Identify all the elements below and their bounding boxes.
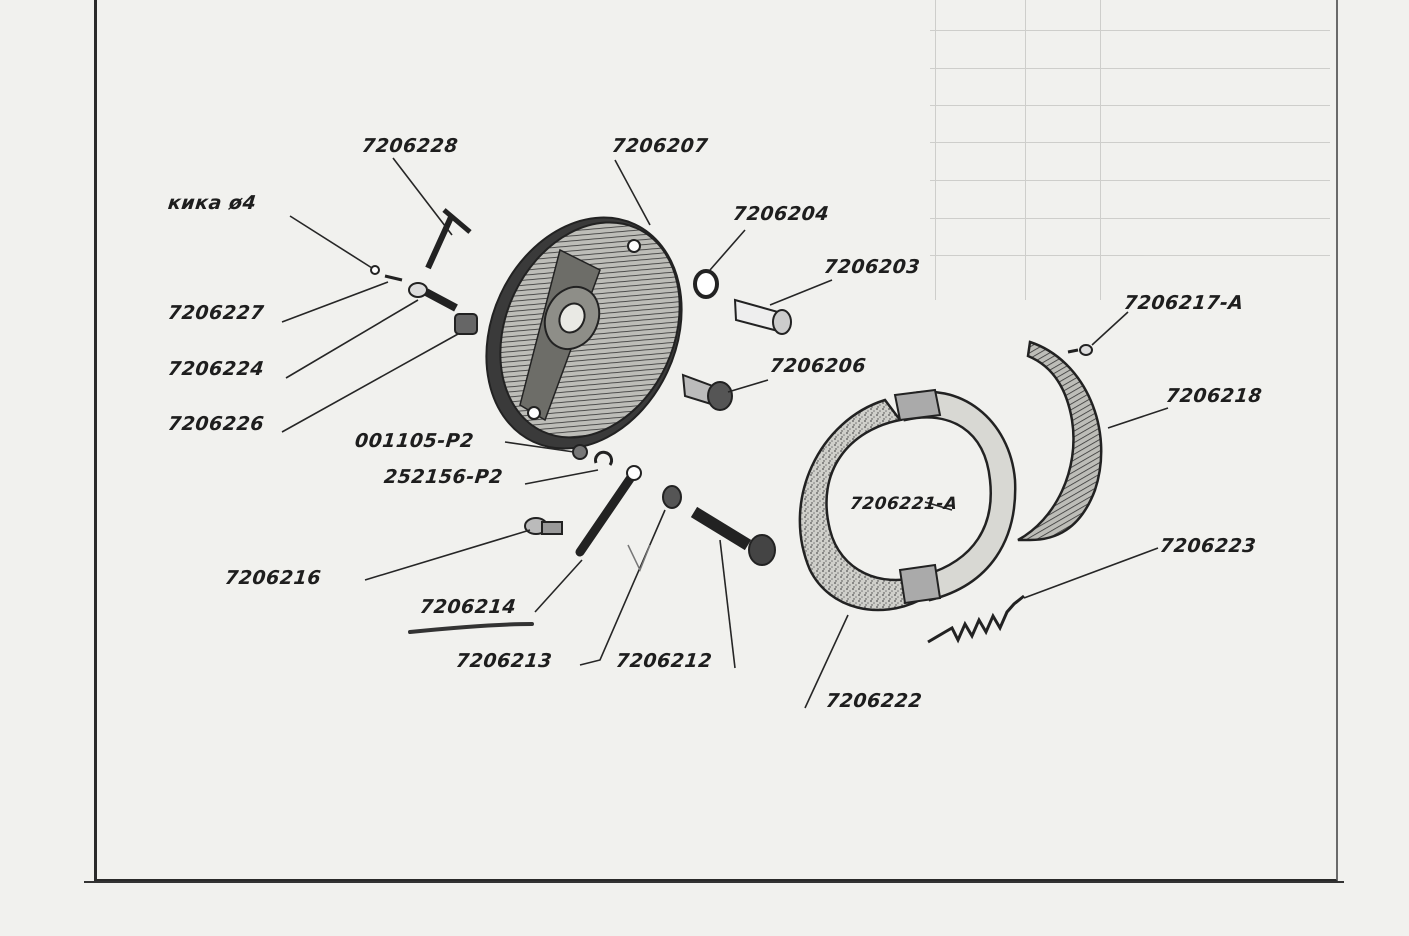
hand-underline — [408, 622, 534, 634]
label-7206213: 7206213 — [454, 650, 554, 672]
label-7206216: 7206216 — [223, 567, 323, 589]
label-kuku: кика ø4 — [166, 192, 258, 214]
faded-parts-table-background — [900, 0, 1340, 300]
bushings — [681, 269, 792, 411]
label-7206224: 7206224 — [166, 358, 266, 380]
brake-lining-part — [1017, 340, 1103, 542]
label-252156-p2: 252156-P2 — [382, 466, 505, 488]
bottom-border-line — [84, 881, 1344, 883]
label-7206217a: 7206217-A — [1122, 292, 1245, 314]
drawing-frame — [94, 0, 1338, 882]
label-7206222: 7206222 — [824, 690, 924, 712]
brake-shoe-part — [798, 388, 1017, 612]
small-parts-left — [370, 208, 776, 566]
return-spring-part — [927, 594, 1025, 644]
label-7206212: 7206212 — [614, 650, 714, 672]
label-7206203: 7206203 — [822, 256, 922, 278]
label-7206221a: 7206221-A — [848, 494, 959, 514]
label-001105-p2: 001105-P2 — [353, 430, 476, 452]
pencil-mark — [627, 544, 651, 572]
label-7206227: 7206227 — [166, 302, 266, 324]
label-7206214: 7206214 — [418, 596, 518, 618]
label-7206226: 7206226 — [166, 413, 266, 435]
label-7206218: 7206218 — [1164, 385, 1264, 407]
label-7206207: 7206207 — [610, 135, 710, 157]
leader-lines — [281, 157, 1169, 709]
label-7206228: 7206228 — [360, 135, 460, 157]
label-7206204: 7206204 — [731, 203, 831, 225]
label-7206223: 7206223 — [1158, 535, 1258, 557]
brake-plate-part — [485, 216, 683, 450]
label-7206206: 7206206 — [768, 355, 868, 377]
